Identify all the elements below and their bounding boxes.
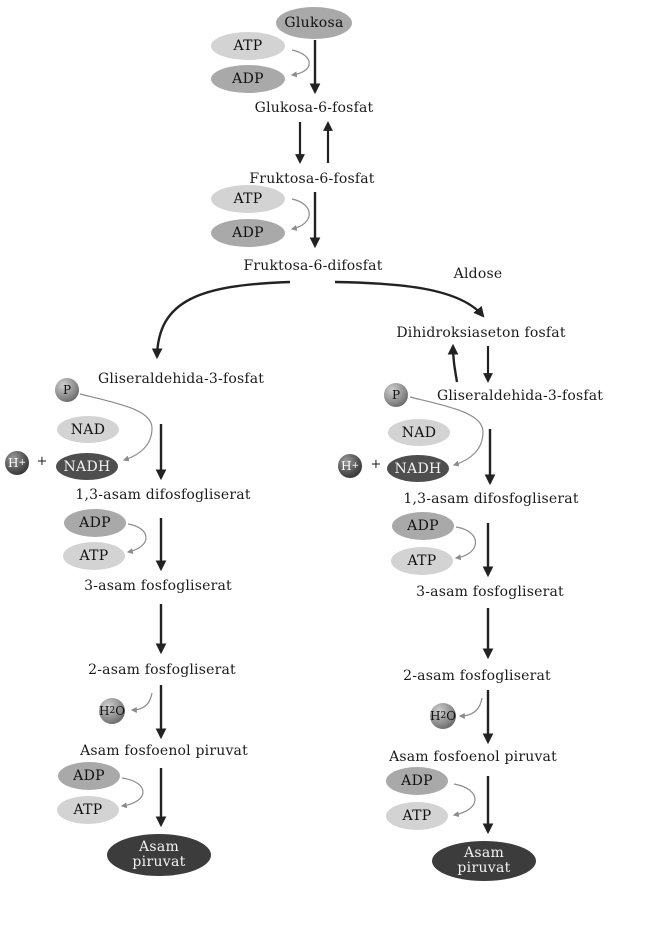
arrow-fdp-to-left-g3p xyxy=(151,280,291,360)
right-bpg-label: 1,3-asam difosfogliserat xyxy=(403,491,579,507)
left-atp-oval-2: ATP xyxy=(57,796,119,824)
left-nadh-oval: NADH xyxy=(56,453,118,480)
left-phosphate-ball: P xyxy=(55,378,79,402)
right-adp-label-2: ADP xyxy=(401,773,433,789)
right-adp-label-1: ADP xyxy=(407,518,439,534)
left-proton-charge: + xyxy=(18,458,26,468)
right-atp-oval-2: ATP xyxy=(386,802,448,830)
left-proton-h: H xyxy=(7,456,19,470)
arrow-fdp-to-dhap xyxy=(334,280,485,318)
right-adp-oval-2: ADP xyxy=(386,767,448,795)
left-adp-label-2: ADP xyxy=(73,768,105,784)
right-atp-label-1: ATP xyxy=(407,553,437,569)
left-proton-ball: H+ xyxy=(5,451,29,475)
left-adp-label-1: ADP xyxy=(79,515,111,531)
f6p-label: Fruktosa-6-fosfat xyxy=(249,171,375,187)
arrow-left-adp-atp-1 xyxy=(126,523,147,554)
left-pg2-label: 2-asam fosfogliserat xyxy=(88,662,236,678)
right-pep-label: Asam fosfoenol piruvat xyxy=(389,749,557,765)
left-plus-sign: + xyxy=(36,454,48,469)
g6p-label: Glukosa-6-fosfat xyxy=(254,100,374,116)
left-pyruvate-line1: Asam xyxy=(138,839,180,855)
atp-oval-1: ATP xyxy=(211,32,285,60)
right-g3p-label: Gliseraldehida-3-fosfat xyxy=(437,388,604,404)
left-pg3-label: 3-asam fosfogliserat xyxy=(84,578,232,594)
right-pg3-label: 3-asam fosfogliserat xyxy=(416,584,564,600)
left-bpg-label: 1,3-asam difosfogliserat xyxy=(75,487,251,503)
right-adp-oval-1: ADP xyxy=(392,512,454,540)
dhap-label: Dihidroksiaseton fosfat xyxy=(396,325,566,341)
left-water-h: H xyxy=(98,704,110,718)
aldose-label: Aldose xyxy=(453,266,503,282)
arrow-right-adp-atp-2 xyxy=(452,783,476,818)
right-water-2: 2 xyxy=(440,711,447,721)
arrow-left-p-nad xyxy=(79,393,153,462)
left-pyruvate-line2: piruvat xyxy=(132,854,186,870)
right-water-h: H xyxy=(429,709,441,723)
right-proton-ball: H+ xyxy=(338,454,362,478)
atp-oval-2: ATP xyxy=(211,185,285,213)
left-nadh-label: NADH xyxy=(63,458,111,475)
glucose-label: Glukosa xyxy=(284,15,344,31)
arrow-right-adp-atp-1 xyxy=(454,526,476,561)
arrow-left-h2o xyxy=(130,692,153,713)
arrow-g3p-to-dhap xyxy=(447,343,459,383)
left-atp-oval-1: ATP xyxy=(63,542,125,570)
right-atp-oval-1: ATP xyxy=(391,547,453,575)
fdp-label: Fruktosa-6-difosfat xyxy=(243,258,383,274)
right-phosphate-ball: P xyxy=(384,383,408,407)
left-g3p-label: Gliseraldehida-3-fosfat xyxy=(98,371,265,387)
right-proton-h: H xyxy=(340,459,352,473)
right-pg2-label: 2-asam fosfogliserat xyxy=(403,668,551,684)
left-water-2: 2 xyxy=(109,706,116,716)
right-nad-oval: NAD xyxy=(388,419,450,446)
adp-oval-1: ADP xyxy=(211,65,285,93)
right-pyruvate-line2: piruvat xyxy=(457,860,511,876)
arrow-right-p-nad xyxy=(409,396,484,467)
left-nad-oval: NAD xyxy=(57,416,119,443)
left-water-o: O xyxy=(115,704,126,718)
right-nadh-label: NADH xyxy=(394,460,442,477)
left-phosphate-label: P xyxy=(62,383,72,397)
glucose-oval: Glukosa xyxy=(276,7,352,39)
right-proton-charge: + xyxy=(351,461,359,471)
arrow-atp-adp-2 xyxy=(290,198,310,231)
right-nadh-oval: NADH xyxy=(387,455,449,482)
arrow-right-h2o xyxy=(458,697,483,719)
adp-label-2: ADP xyxy=(232,225,264,241)
adp-oval-2: ADP xyxy=(211,219,285,247)
left-atp-label-1: ATP xyxy=(79,548,109,564)
right-plus-sign: + xyxy=(370,457,382,472)
left-adp-oval-1: ADP xyxy=(64,509,126,537)
atp-label-2: ATP xyxy=(233,191,263,207)
atp-label-1: ATP xyxy=(233,38,263,54)
right-nad-label: NAD xyxy=(401,424,437,441)
left-nad-label: NAD xyxy=(70,421,106,438)
right-pyruvate-oval: Asam piruvat xyxy=(432,841,536,881)
right-pyruvate-line1: Asam xyxy=(463,845,505,861)
left-pep-label: Asam fosfoenol piruvat xyxy=(80,743,248,759)
adp-label-1: ADP xyxy=(232,71,264,87)
arrow-atp-adp-1 xyxy=(290,49,310,78)
right-water-o: O xyxy=(446,709,457,723)
right-atp-label-2: ATP xyxy=(402,808,432,824)
right-phosphate-label: P xyxy=(391,388,401,402)
arrow-left-adp-atp-2 xyxy=(120,777,144,809)
left-atp-label-2: ATP xyxy=(73,802,103,818)
left-adp-oval-2: ADP xyxy=(58,762,120,790)
left-pyruvate-oval: Asam piruvat xyxy=(107,834,211,876)
